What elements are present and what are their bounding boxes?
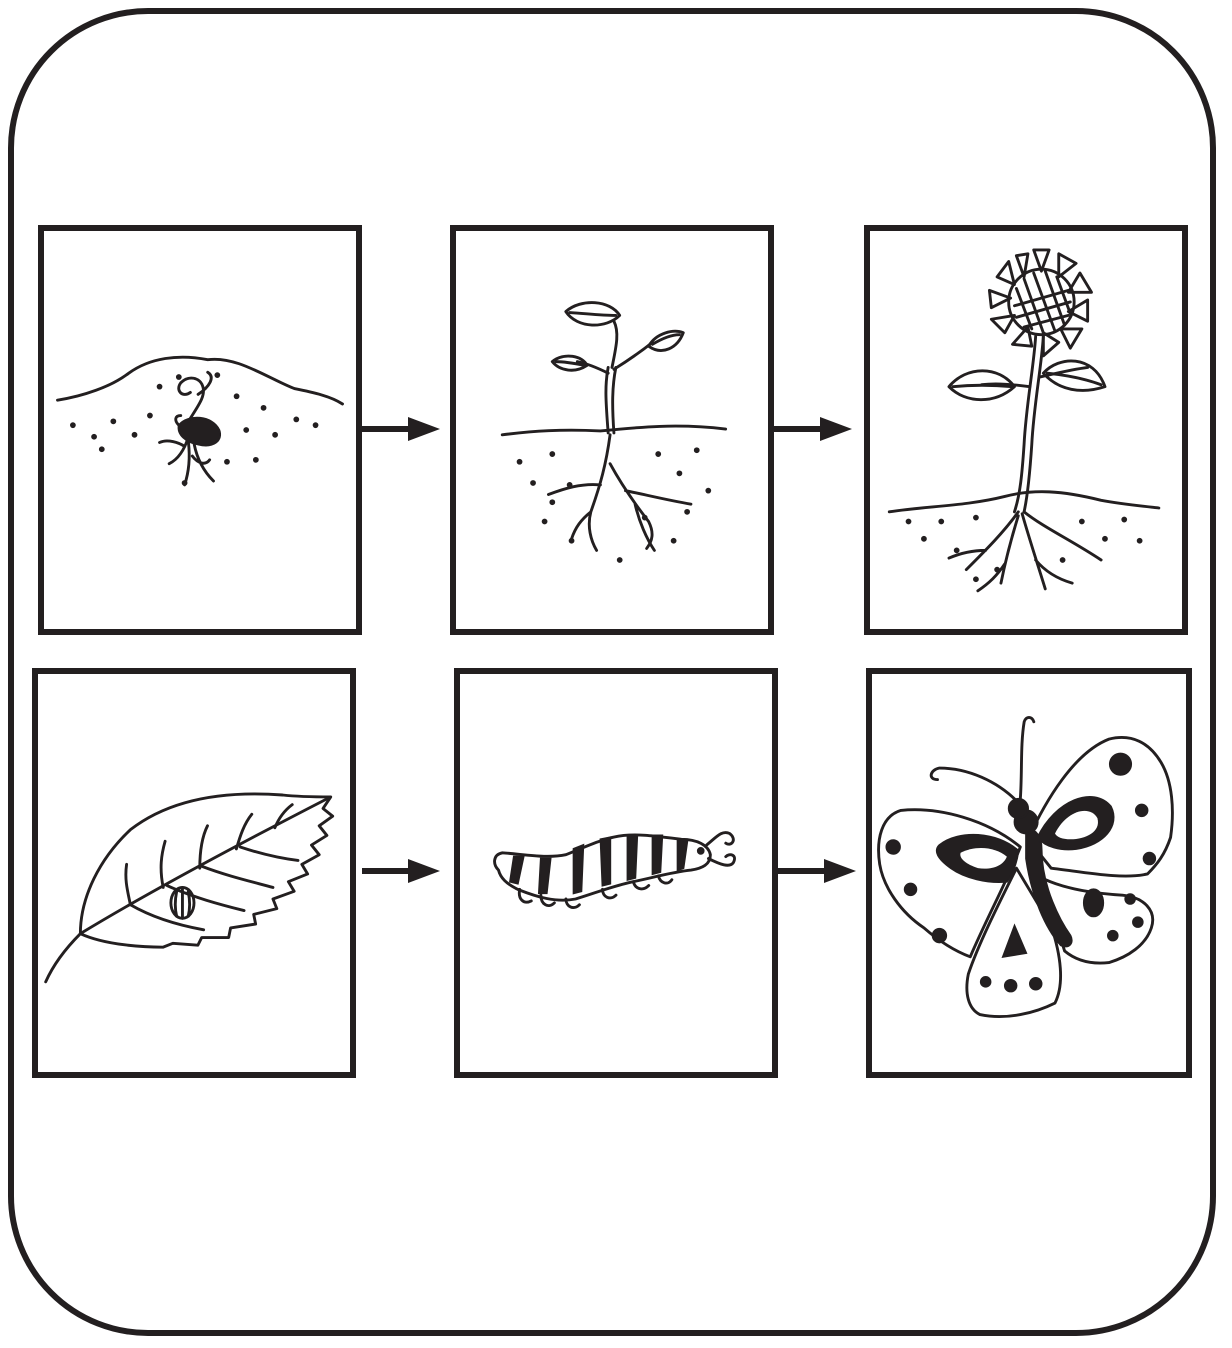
- sunflower-icon: [870, 231, 1182, 629]
- panel-butterfly: [866, 668, 1192, 1078]
- seedling-icon: [456, 231, 768, 629]
- panel-caterpillar: [454, 668, 778, 1078]
- leaf-with-egg-icon: [38, 674, 350, 1072]
- arrow-right-icon: [362, 856, 442, 886]
- arrow-right-icon: [774, 414, 854, 444]
- butterfly-icon: [872, 674, 1186, 1072]
- caterpillar-icon: [460, 674, 772, 1072]
- arrow-right-icon: [362, 414, 442, 444]
- arrow-right-icon: [778, 856, 858, 886]
- panel-egg-on-leaf: [32, 668, 356, 1078]
- panel-seedling: [450, 225, 774, 635]
- panel-seed-sprouting: [38, 225, 362, 635]
- panel-sunflower: [864, 225, 1188, 635]
- seed-sprouting-icon: [44, 231, 356, 629]
